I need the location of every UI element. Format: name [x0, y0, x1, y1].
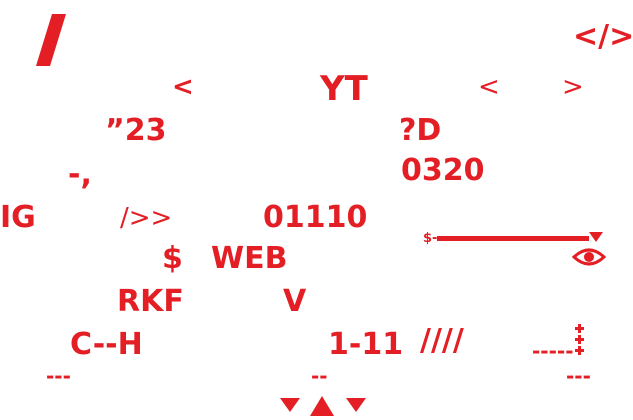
range-1-11-glyph: 1-11 — [328, 327, 404, 362]
dashes-mid-glyph: -- — [311, 364, 328, 388]
dashes-plus-glyph: ----- — [532, 339, 574, 363]
v-glyph: V — [283, 284, 307, 319]
dash-comma-glyph: -, — [68, 157, 92, 192]
slider-handle-icon — [589, 232, 603, 242]
yt-glyph: YT — [320, 69, 368, 109]
dollar-glyph: $ — [162, 241, 183, 276]
triangle-down-icon — [280, 398, 300, 412]
slash-arrows-glyph: />> — [120, 203, 173, 233]
qd-glyph: ?D — [399, 113, 442, 148]
less-than-glyph: < — [172, 72, 194, 102]
greater-than-glyph: > — [562, 72, 584, 102]
quote-23-glyph: ”23 — [105, 113, 167, 148]
slashes-glyph: //// — [420, 323, 464, 358]
triangle-up-icon — [310, 396, 334, 416]
ig-glyph: IG — [0, 200, 36, 235]
code-tag-glyph: </> — [573, 19, 633, 54]
dashes-left-glyph: --- — [46, 364, 71, 388]
number-01110-glyph: 01110 — [263, 200, 368, 235]
eye-icon — [571, 248, 607, 266]
rkf-glyph: RKF — [117, 284, 184, 319]
dashes-right-glyph: --- — [566, 364, 591, 388]
number-0320-glyph: 0320 — [401, 153, 485, 188]
less-than-glyph-2: < — [478, 72, 500, 102]
big-slash-shape — [36, 14, 66, 66]
triangle-down-icon — [346, 398, 366, 412]
slider-prefix-glyph: $- — [423, 231, 438, 246]
plus-column-icon — [575, 324, 584, 355]
slider-track — [437, 232, 603, 242]
web-glyph: WEB — [211, 241, 288, 276]
triangle-row — [280, 396, 366, 416]
c-h-glyph: C--H — [70, 327, 143, 362]
